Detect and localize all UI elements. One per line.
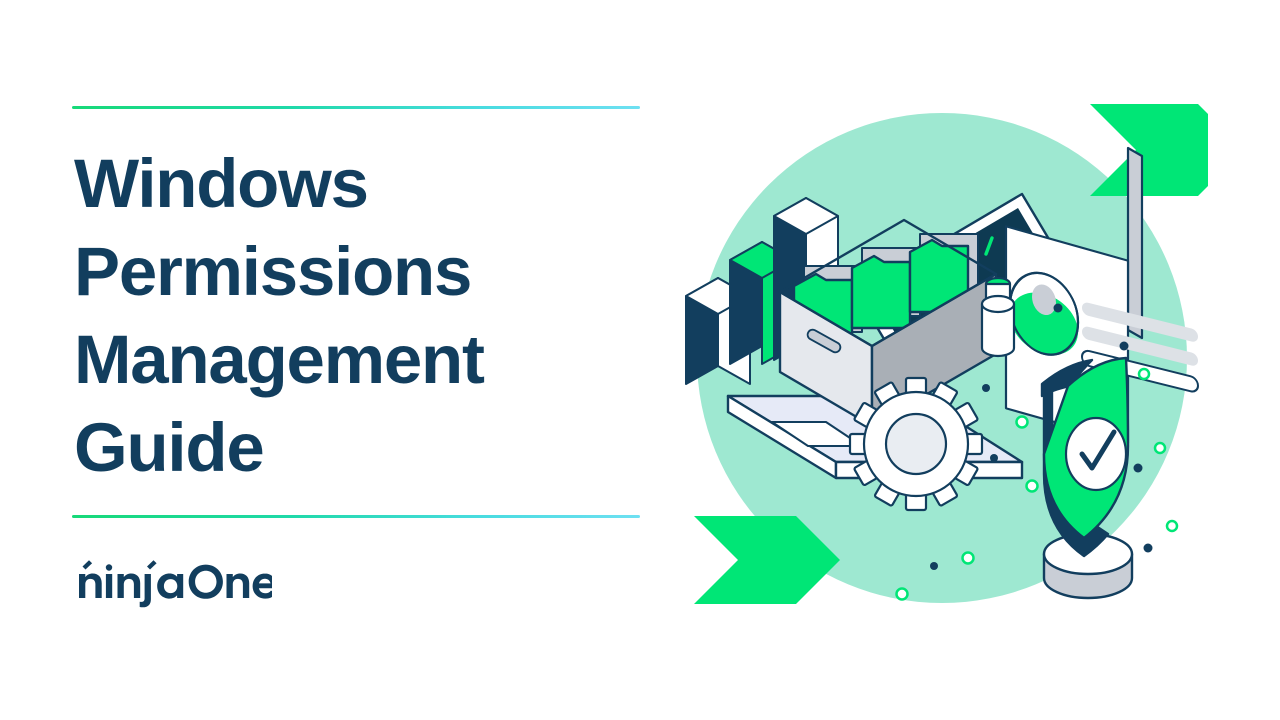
bar-chart-illustration <box>685 197 839 385</box>
title-panel: Windows Permissions Management Guide <box>72 106 642 616</box>
checkmark-icon <box>1079 429 1117 471</box>
divider-bottom <box>72 515 640 518</box>
divider-top <box>72 106 640 109</box>
file-box-illustration <box>778 218 998 428</box>
pin-cylinder-icon <box>980 276 1016 358</box>
decorative-dots <box>895 303 1179 601</box>
file-box-handle <box>806 328 842 354</box>
chevron-bottom-left-icon <box>694 516 840 604</box>
shield-icon <box>1040 356 1134 600</box>
hero-illustration <box>676 96 1208 628</box>
gear-icon <box>848 376 984 512</box>
shield-check-disc <box>1064 416 1128 492</box>
file-box-rim <box>778 218 998 348</box>
page-title: Windows Permissions Management Guide <box>74 145 485 486</box>
chevron-top-right-icon <box>1090 104 1208 196</box>
ninjaone-logo <box>72 556 272 612</box>
